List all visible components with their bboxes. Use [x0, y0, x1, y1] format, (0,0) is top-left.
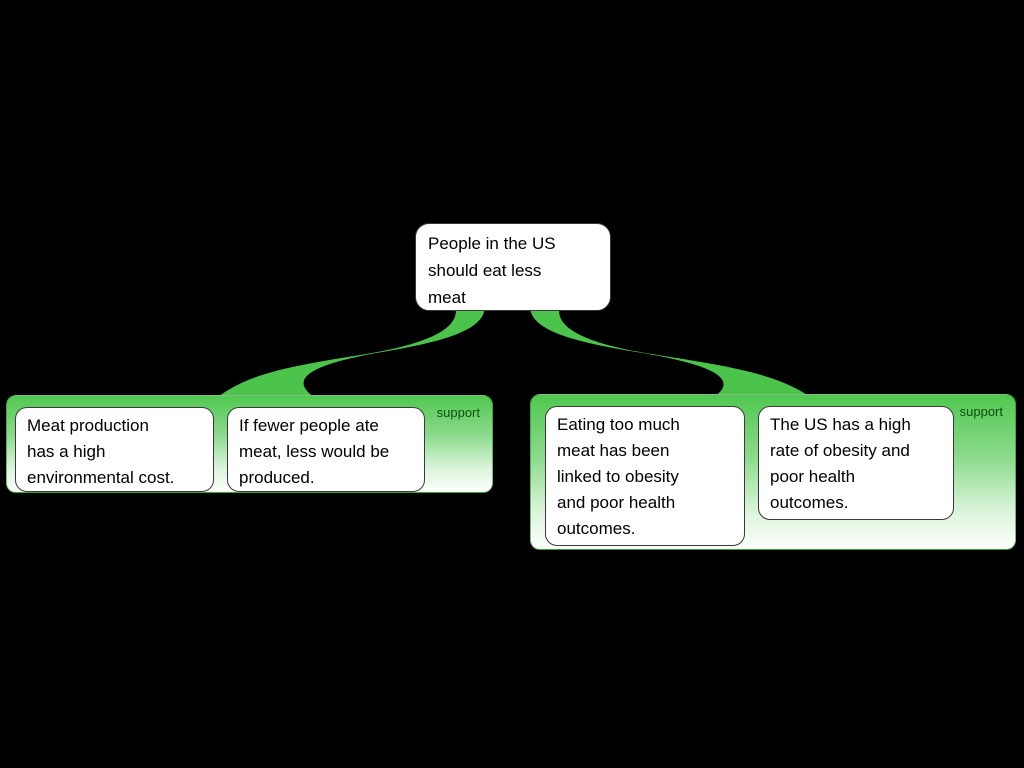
premise-node[interactable]: The US has a high rate of obesity and po…: [758, 406, 954, 520]
premise-node[interactable]: If fewer people ate meat, less would be …: [227, 407, 425, 492]
support-group-left[interactable]: support Meat production has a high envir…: [6, 395, 493, 493]
support-edge-left: [218, 306, 485, 397]
support-group-right[interactable]: support Eating too much meat has been li…: [530, 394, 1016, 550]
premise-node[interactable]: Meat production has a high environmental…: [15, 407, 214, 492]
support-edge-right: [530, 306, 810, 397]
support-relation-label: support: [959, 404, 1003, 419]
premise-node[interactable]: Eating too much meat has been linked to …: [545, 406, 745, 546]
support-relation-label: support: [436, 405, 480, 420]
claim-node[interactable]: People in the US should eat less meat: [415, 223, 611, 311]
